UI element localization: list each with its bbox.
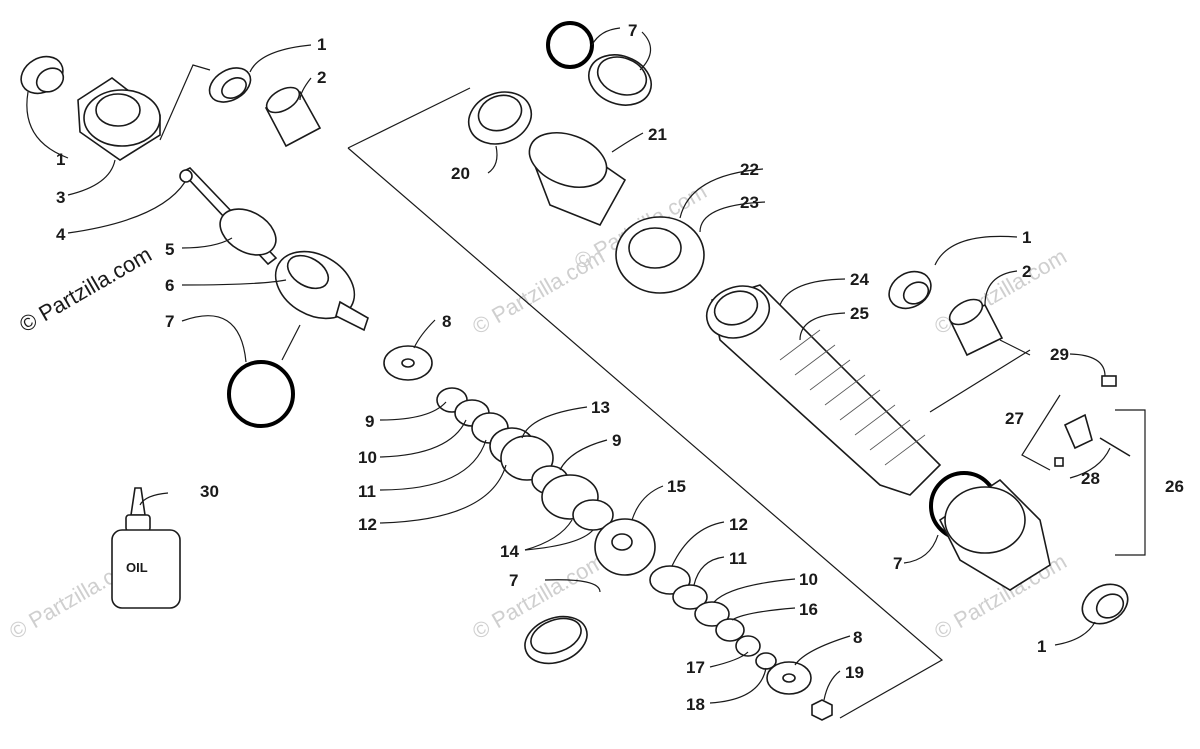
band-ring-lower: [524, 615, 588, 665]
valve-assembly: [1054, 375, 1131, 467]
callout-12: 12: [729, 515, 748, 534]
frame-line: [929, 349, 1031, 413]
callout-29: 29: [1050, 345, 1069, 364]
callout-13: 13: [591, 398, 610, 417]
callout-7: 7: [628, 21, 637, 40]
callout-3: 3: [56, 188, 65, 207]
callout-17: 17: [686, 658, 705, 677]
callout-1: 1: [1022, 228, 1031, 247]
callout-25: 25: [850, 304, 869, 323]
spring-nut: [615, 216, 705, 294]
o-ring-left: [227, 360, 295, 428]
callout-7: 7: [509, 571, 518, 590]
callout-9: 9: [612, 431, 621, 450]
watermark-main: © Partzilla.com: [15, 242, 156, 338]
watermark: © Partzilla.com: [930, 244, 1071, 340]
callout-1: 1: [317, 35, 326, 54]
callout-16: 16: [799, 600, 818, 619]
callout-5: 5: [165, 240, 174, 259]
washer-stack-right: [649, 565, 833, 721]
callout-2: 2: [317, 68, 326, 87]
callout-11: 11: [729, 549, 747, 568]
washer-stack-left: [383, 345, 614, 531]
spacer-sleeve-right: [948, 298, 1004, 357]
callout-18: 18: [686, 695, 705, 714]
oil-label: OIL: [126, 560, 148, 575]
callout-4: 4: [56, 225, 66, 244]
bracket-line: [159, 64, 211, 141]
reservoir-lower: [938, 478, 1051, 591]
callout-12: 12: [358, 515, 377, 534]
callout-19: 19: [845, 663, 864, 682]
frame-line: [1021, 394, 1061, 471]
callout-24: 24: [850, 270, 869, 289]
callout-10: 10: [799, 570, 818, 589]
callout-15: 15: [667, 477, 686, 496]
leader-lines: [26, 27, 1111, 704]
callout-8: 8: [442, 312, 451, 331]
callout-1: 1: [56, 150, 65, 169]
spacer-sleeve-top: [264, 86, 322, 148]
callout-27: 27: [1005, 409, 1024, 428]
spring-body: [705, 284, 942, 496]
bushing-right-top: [888, 270, 932, 310]
callouts: 1 2 1 3 4 5 6 7 8 9 10 11 12 13 9 14 15 …: [56, 21, 1184, 714]
callout-7: 7: [165, 312, 174, 331]
bushing-small-top: [208, 67, 252, 103]
callout-9: 9: [365, 412, 374, 431]
bracket-line: [999, 339, 1031, 356]
callout-20: 20: [451, 164, 470, 183]
callout-8: 8: [853, 628, 862, 647]
callout-22: 22: [740, 160, 759, 179]
bracket-26: [1115, 409, 1146, 556]
callout-23: 23: [740, 193, 759, 212]
bushing-lower-right: [1081, 583, 1129, 625]
shaft: [179, 167, 278, 266]
callout-30: 30: [200, 482, 219, 501]
callout-26: 26: [1165, 477, 1184, 496]
frame-line: [347, 87, 471, 149]
callout-10: 10: [358, 448, 377, 467]
callout-28: 28: [1081, 469, 1100, 488]
sleeve-21: [528, 132, 627, 227]
callout-6: 6: [165, 276, 174, 295]
callout-21: 21: [648, 125, 667, 144]
reservoir-cap: [77, 77, 161, 161]
bushing-top-left: [20, 55, 65, 95]
frame-line: [347, 147, 944, 719]
callout-2: 2: [1022, 262, 1031, 281]
piston-15: [594, 518, 656, 576]
top-cap-cup: [467, 91, 533, 145]
callout-1: 1: [1037, 637, 1046, 656]
band-ring-top: [588, 54, 652, 106]
o-ring-top: [546, 21, 594, 69]
callout-11: 11: [358, 482, 376, 501]
piston-housing: [274, 250, 369, 332]
callout-7: 7: [893, 554, 902, 573]
callout-14: 14: [500, 542, 519, 561]
oil-bottle: OIL: [111, 487, 181, 609]
